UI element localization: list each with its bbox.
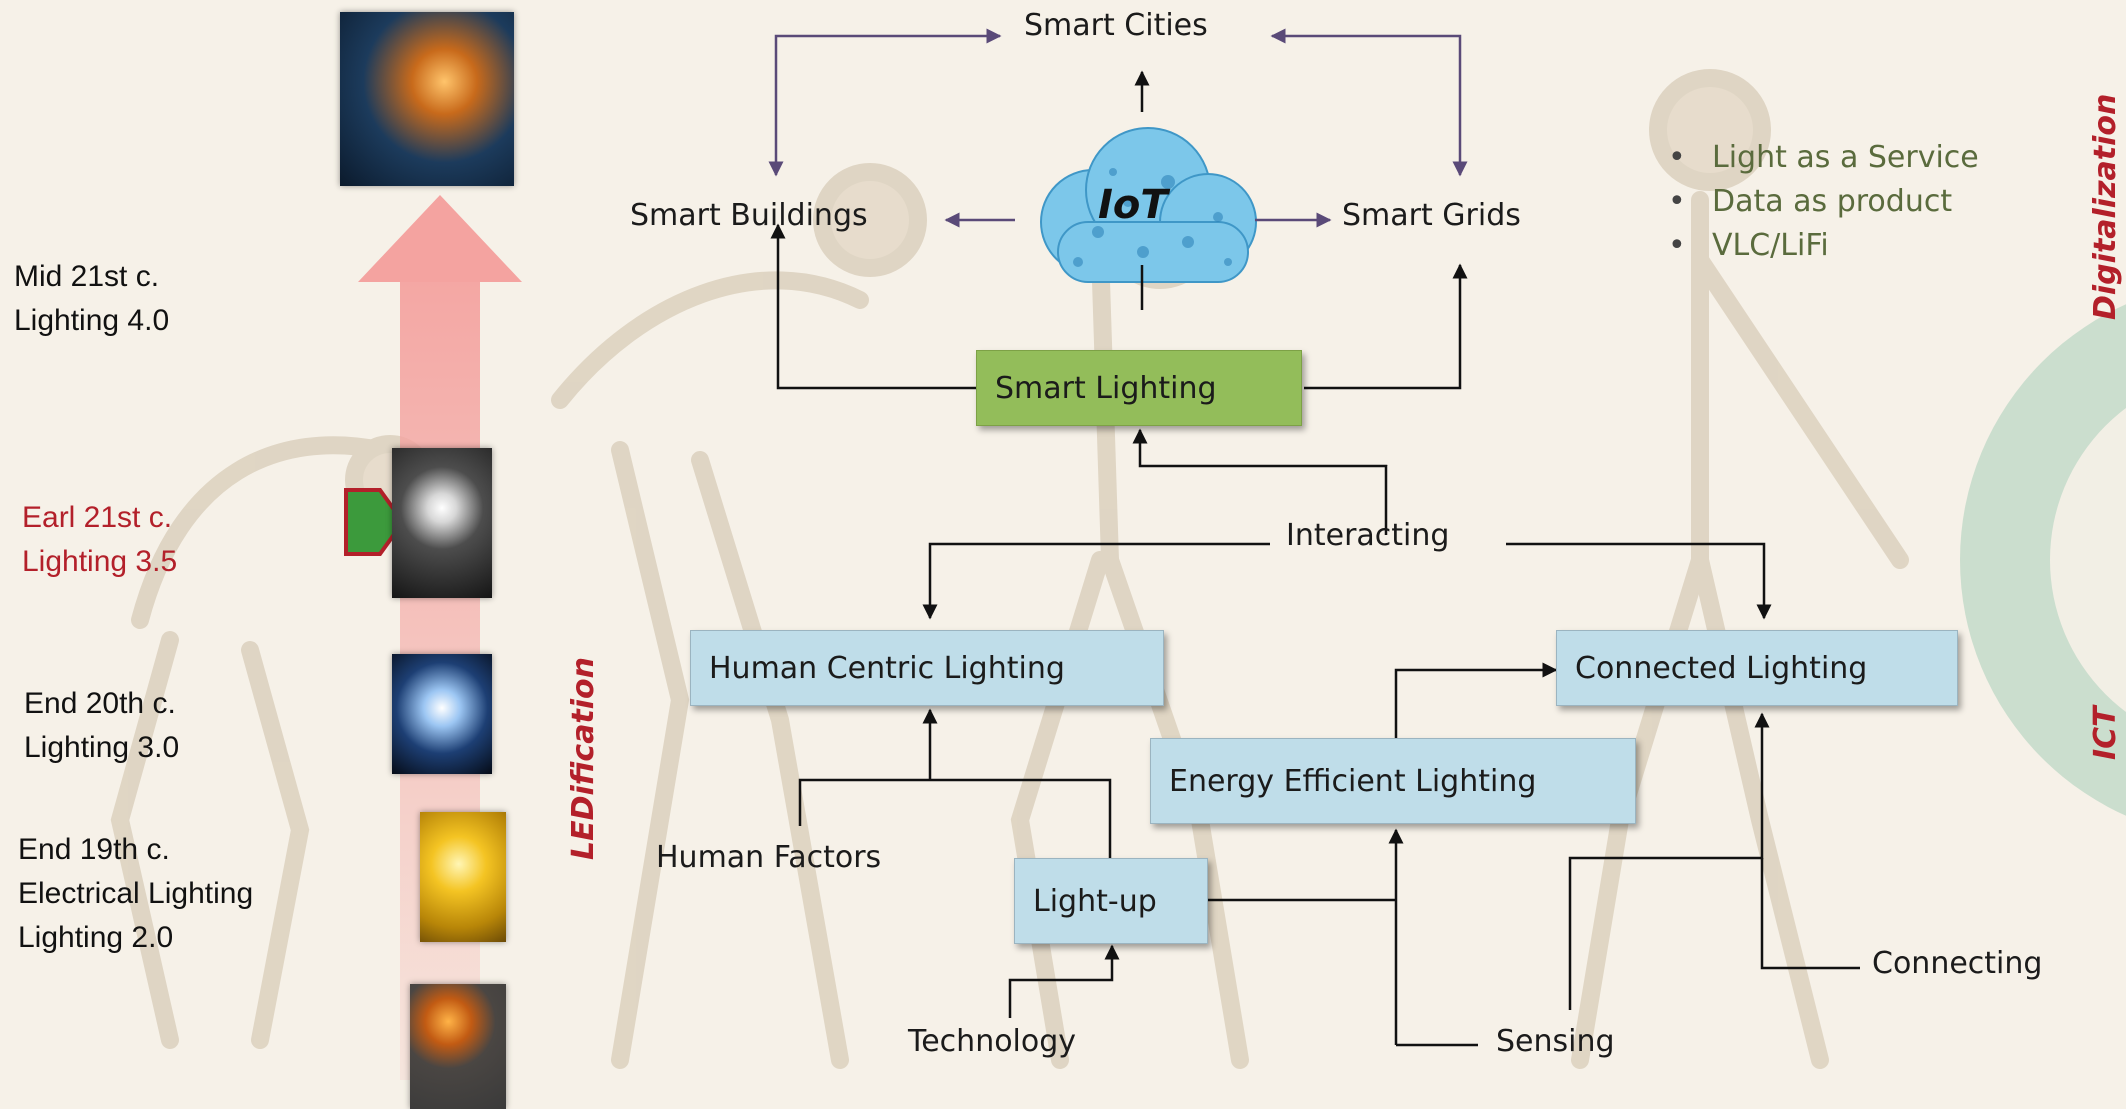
services-list: Light as a Service Data as product VLC/L…: [1668, 136, 1979, 268]
light-up-label: Light-up: [1033, 883, 1157, 919]
smart-lighting-box: Smart Lighting: [976, 350, 1302, 426]
light-up-box: Light-up: [1014, 858, 1208, 944]
led-diode-icon: [392, 654, 492, 774]
human-centric-lighting-box: Human Centric Lighting: [690, 630, 1164, 706]
technology-node: Technology: [908, 1024, 1077, 1059]
service-item: Light as a Service: [1668, 136, 1979, 180]
connecting-node: Connecting: [1872, 946, 2043, 981]
human-factors-node: Human Factors: [656, 840, 882, 875]
smart-buildings-node: Smart Buildings: [630, 198, 868, 233]
torch-icon: [410, 984, 506, 1109]
smart-cities-node: Smart Cities: [1024, 8, 1208, 43]
current-era-marker: [344, 488, 406, 556]
era-label-mid-21st: Mid 21st c.Lighting 4.0: [14, 260, 170, 337]
iot-label: IoT: [1098, 182, 1168, 228]
sensing-node: Sensing: [1496, 1024, 1615, 1059]
era-label-early-21st: Earl 21st c.Lighting 3.5: [22, 501, 178, 578]
bulb-signal-icon: [392, 448, 492, 598]
service-item: Data as product: [1668, 180, 1979, 224]
iot-cloud-icon: [1040, 127, 1257, 283]
interacting-node: Interacting: [1286, 518, 1450, 553]
incandescent-bulb-icon: [420, 812, 506, 942]
connected-lighting-box: Connected Lighting: [1556, 630, 1958, 706]
energy-efficient-lighting-label: Energy Efficient Lighting: [1169, 763, 1537, 799]
human-centric-lighting-label: Human Centric Lighting: [709, 650, 1065, 686]
iot-collage-icon: [340, 12, 514, 186]
era-label-end-20th: End 20th c.Lighting 3.0: [24, 687, 180, 764]
connected-lighting-label: Connected Lighting: [1575, 650, 1868, 686]
smart-grids-node: Smart Grids: [1342, 198, 1521, 233]
era-progress-arrowhead: [358, 195, 522, 282]
smart-lighting-label: Smart Lighting: [995, 370, 1217, 406]
energy-efficient-lighting-box: Energy Efficient Lighting: [1150, 738, 1636, 824]
service-item: VLC/LiFi: [1668, 224, 1979, 268]
ict-circle: [1960, 304, 2126, 816]
